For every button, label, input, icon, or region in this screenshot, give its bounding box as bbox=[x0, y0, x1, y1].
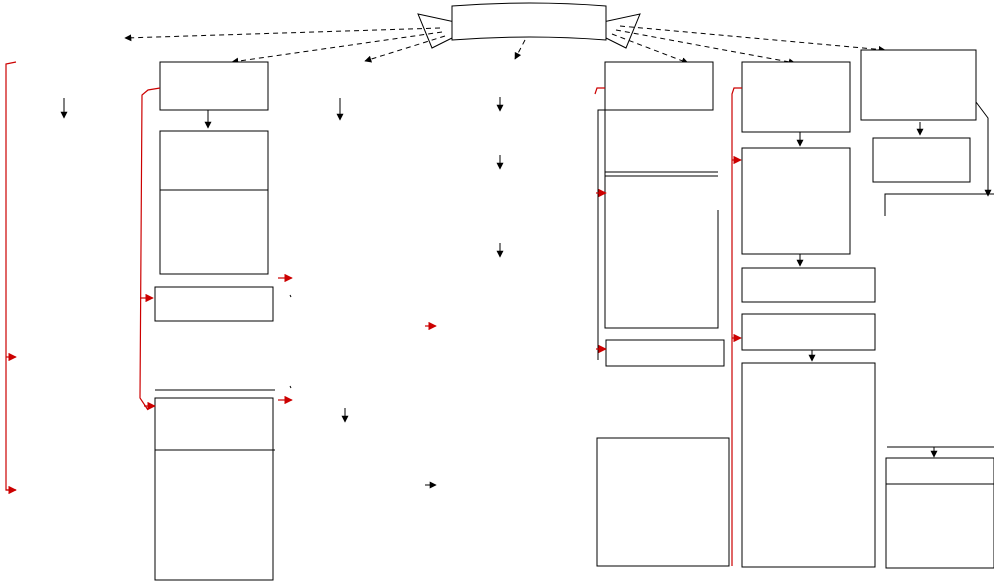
col6-box-3 bbox=[741, 267, 876, 303]
title-banner bbox=[417, 2, 641, 49]
column-6 bbox=[741, 61, 876, 568]
column-3 bbox=[336, 98, 349, 423]
col6-red-bracket bbox=[731, 87, 742, 566]
dashed-arrows bbox=[124, 25, 886, 66]
col5-red-bracket bbox=[594, 87, 607, 354]
col2-box-lower bbox=[154, 286, 274, 322]
col6-box-5 bbox=[741, 362, 876, 568]
col5-box-bottom bbox=[596, 437, 730, 567]
col2-box-mid bbox=[159, 130, 269, 275]
left-red-bracket bbox=[5, 61, 17, 495]
col2-box-bottom bbox=[154, 397, 274, 581]
col6-box-1 bbox=[741, 61, 851, 133]
col5-box-top bbox=[604, 61, 714, 111]
col7-box-3 bbox=[885, 457, 994, 569]
col7-box-1 bbox=[860, 49, 977, 121]
column-7 bbox=[860, 49, 994, 569]
col6-box-2 bbox=[741, 147, 851, 255]
column-5 bbox=[596, 61, 730, 567]
col2-red-bracket bbox=[139, 87, 293, 411]
col5-box-mid bbox=[605, 339, 725, 367]
col2-box-top bbox=[159, 61, 269, 111]
col6-box-4 bbox=[741, 313, 876, 351]
col7-box-2 bbox=[872, 137, 971, 183]
column-2 bbox=[154, 61, 275, 581]
